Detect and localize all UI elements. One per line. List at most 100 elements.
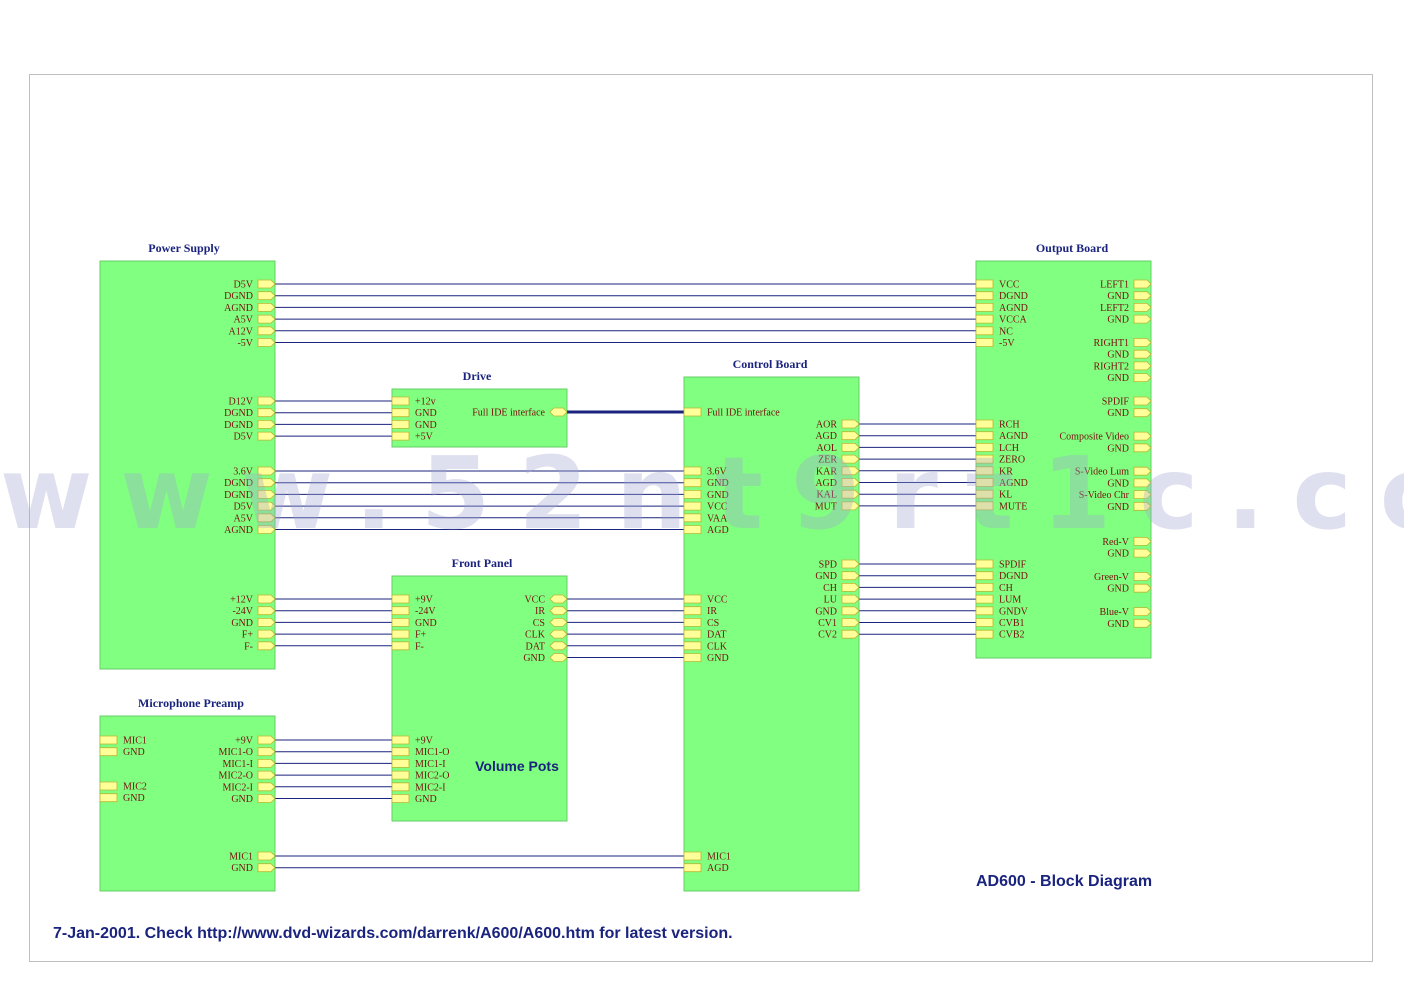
output-pin-label: S-Video Lum (1075, 467, 1129, 478)
mic-pin-label: MIC1 (123, 736, 147, 747)
control-pin-label: CV1 (818, 618, 837, 629)
output-pin-label: GND (1107, 478, 1129, 489)
output-pin-label: GND (1107, 350, 1129, 361)
output-pin (1133, 443, 1152, 453)
front-pin (391, 794, 410, 803)
output-pin (1133, 490, 1152, 499)
power-pin (257, 408, 276, 418)
control-pin-label: LU (824, 595, 838, 606)
control-pin-label: CLK (707, 641, 728, 652)
output-pin-label: Red-V (1102, 537, 1129, 548)
control-pin (841, 594, 860, 604)
output-pin-label: SPDIF (999, 560, 1027, 571)
output-pin (975, 431, 994, 441)
control-pin (683, 501, 702, 511)
drive-pin (549, 407, 568, 417)
control-board-title: Control Board (733, 357, 808, 371)
control-pin (841, 571, 860, 581)
power-pin-label: 3.6V (233, 467, 254, 478)
output-pin-label: GND (1107, 443, 1129, 454)
front-pin (391, 770, 410, 780)
mic-pin (99, 793, 118, 803)
control-pin-label: AGD (815, 431, 837, 442)
front-pin (549, 594, 568, 604)
control-pin-label: 3.6V (707, 467, 728, 478)
mic-pin (257, 794, 276, 803)
output-pin (1133, 291, 1152, 301)
power-pin-label: DGND (224, 408, 253, 419)
front-pin-label: MIC1-O (415, 747, 449, 758)
output-pin-label: Green-V (1094, 572, 1130, 583)
front-pin (391, 782, 410, 792)
power-pin-label: A5V (234, 513, 254, 524)
control-pin-label: VAA (707, 513, 728, 524)
control-board-block (683, 376, 860, 892)
output-pin (1133, 583, 1152, 593)
front-pin-label: MIC1-I (415, 759, 446, 770)
front-pin (391, 594, 410, 604)
mic-pin (99, 781, 118, 791)
power-pin-label: D5V (234, 432, 254, 443)
front-pin (391, 606, 410, 616)
control-pin (841, 489, 860, 499)
power-pin-label: -24V (232, 606, 253, 617)
power-pin (257, 629, 276, 639)
power-pin-label: AGND (224, 303, 253, 314)
drive-pin-label: GND (415, 408, 437, 419)
control-pin (841, 443, 860, 452)
output-pin-label: SPDIF (1102, 397, 1130, 408)
power-pin-label: AGND (224, 525, 253, 536)
output-pin-label: DGND (999, 291, 1028, 302)
power-pin (257, 478, 276, 488)
front-pin (391, 747, 410, 757)
control-pin-label: GND (707, 490, 729, 501)
output-pin-label: GND (1107, 549, 1129, 560)
front-pin-label: +9V (415, 736, 434, 747)
power-pin (257, 606, 276, 616)
control-pin-label: AOR (816, 420, 837, 431)
output-pin-label: CVB2 (999, 630, 1025, 641)
output-pin (975, 489, 994, 499)
output-pin-label: CVB1 (999, 618, 1025, 629)
output-pin (1133, 361, 1152, 371)
output-pin (1133, 338, 1152, 347)
control-pin-label: CH (823, 583, 837, 594)
output-pin (975, 303, 994, 312)
mic-pin (99, 735, 118, 745)
output-pin-label: GNDV (999, 606, 1029, 617)
output-board-title: Output Board (1036, 241, 1109, 255)
output-pin (1133, 607, 1152, 616)
output-pin-label: KR (999, 466, 1013, 477)
output-pin (1133, 548, 1152, 558)
output-pin (975, 478, 994, 487)
power-pin-label: D5V (234, 280, 254, 291)
output-pin (975, 501, 994, 511)
drive-pin (391, 431, 410, 441)
mic-pin-label: GND (123, 793, 145, 804)
output-pin (975, 594, 994, 604)
mic-pin-label: GND (123, 747, 145, 758)
control-pin (841, 501, 860, 511)
output-pin-label: S-Video Chr (1079, 490, 1130, 501)
volume-pots-label: Volume Pots (475, 758, 559, 774)
power-pin-label: DGND (224, 490, 253, 501)
output-pin (975, 618, 994, 627)
control-pin (841, 454, 860, 464)
front-pin (391, 618, 410, 627)
output-pin (1133, 314, 1152, 324)
drive-title: Drive (463, 369, 492, 383)
output-pin (1133, 572, 1152, 581)
control-pin (683, 641, 702, 651)
output-pin (1133, 537, 1152, 546)
mic-pin-label: MIC1-I (222, 759, 253, 770)
power-pin-label: A12V (229, 326, 254, 337)
output-pin (975, 338, 994, 347)
front-pin (549, 641, 568, 651)
mic-pin-label: GND (231, 863, 253, 874)
control-pin (683, 851, 702, 861)
control-pin (841, 629, 860, 639)
mic-pin (257, 863, 276, 873)
front-pin (391, 759, 410, 768)
power-pin-label: -5V (237, 338, 253, 349)
output-pin (1133, 466, 1152, 476)
